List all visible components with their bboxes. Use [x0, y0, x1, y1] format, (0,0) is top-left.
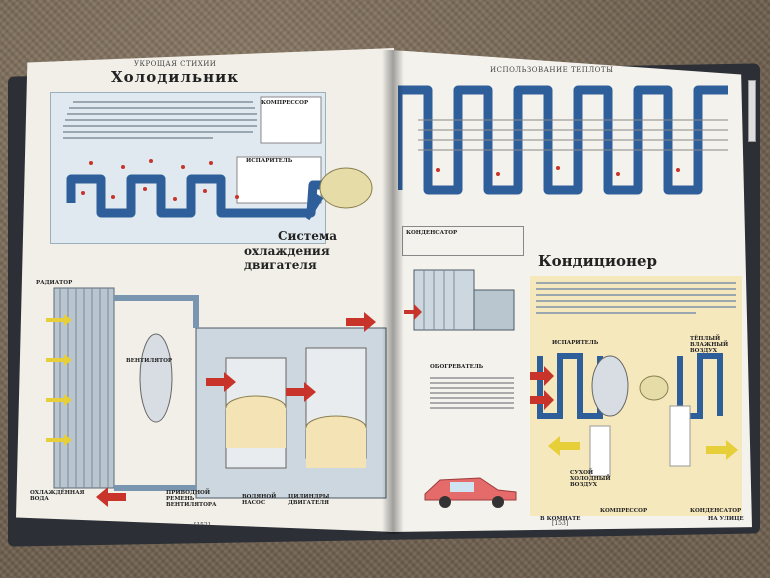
fan-label: Вентилятор	[126, 358, 173, 364]
coolant-label: Охлаждённая вода	[30, 490, 85, 502]
left-page: Укрощая стихии Холодильник	[16, 48, 394, 532]
radiator-label: Радиатор	[36, 280, 73, 286]
ac-warm-air-label: Тёплый влажный воздух	[690, 336, 729, 354]
heater-text-placeholder	[430, 374, 514, 412]
belt-label: Приводной ремень вентилятора	[166, 490, 217, 508]
fridge-illustration	[63, 96, 351, 218]
condenser-illustration	[398, 85, 728, 195]
compressor-illustration	[306, 167, 373, 221]
book-gutter	[382, 50, 404, 534]
engine-cooling-title-line1: Система	[278, 229, 338, 243]
condenser-label: Конденсатор	[406, 230, 458, 236]
ac-illustration	[530, 282, 738, 477]
right-running-header: Использование теплоты	[490, 66, 614, 74]
fridge-compressor-label: Компрессор	[261, 100, 309, 106]
engine-cooling-title-line2: охлаждения двигателя	[244, 244, 330, 272]
engine-cooling-illustration	[46, 287, 387, 507]
ac-dry-air-label: Сухой холодный воздух	[570, 470, 611, 488]
condenser-caption-box	[402, 226, 524, 256]
page-tab-marker	[748, 80, 756, 142]
ac-in-room-label: В комнате	[540, 516, 581, 522]
continuation-label: На улице	[708, 516, 744, 522]
fridge-diagram	[50, 92, 351, 244]
ac-panel	[530, 276, 742, 516]
left-running-header: Укрощая стихии	[134, 60, 217, 68]
heater-illustration	[404, 269, 515, 331]
cylinders-label: Цилиндры двигателя	[288, 494, 330, 506]
right-page: Использование теплоты Конденсатор Кондиц…	[390, 49, 752, 532]
fridge-title: Холодильник	[111, 68, 240, 86]
open-book: Укрощая стихии Холодильник	[8, 40, 760, 547]
fridge-evaporator-label: Испаритель	[246, 158, 293, 164]
ac-condenser-label: Конденсатор	[690, 508, 742, 514]
right-page-number: [153]	[552, 520, 569, 527]
ac-compressor-label: Компрессор	[600, 508, 648, 514]
pump-label: Водяной насос	[242, 494, 277, 506]
ac-evaporator-label: Испаритель	[552, 340, 599, 346]
car-illustration	[424, 477, 517, 508]
heater-title: Обогреватель	[430, 364, 484, 370]
ac-title: Кондиционер	[538, 252, 657, 270]
